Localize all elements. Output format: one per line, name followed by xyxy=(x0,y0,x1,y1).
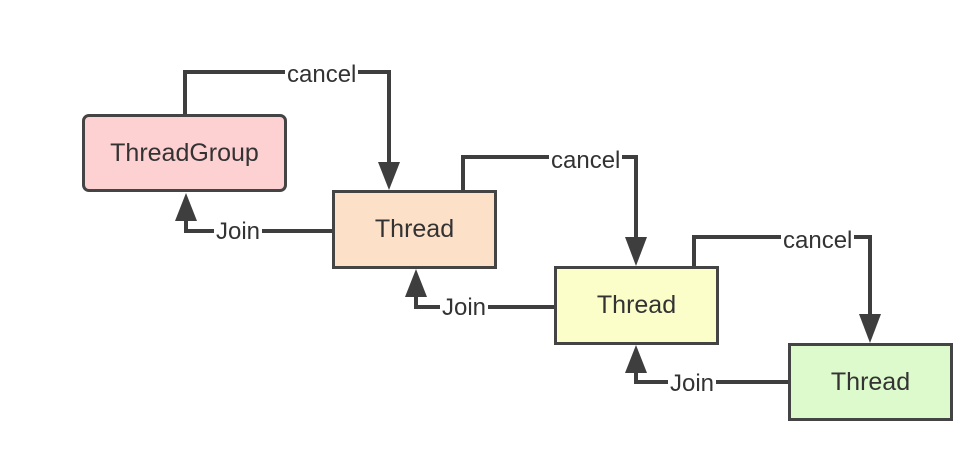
node-thread-1: Thread xyxy=(332,190,497,269)
edge-cancel-3-arrowhead xyxy=(859,314,881,343)
edge-join-1-arrowhead xyxy=(175,193,197,221)
node-thread-2: Thread xyxy=(554,266,719,345)
edge-cancel-2-arrowhead xyxy=(625,237,647,266)
edge-label-join-3: Join xyxy=(668,370,717,397)
node-threadgroup: ThreadGroup xyxy=(82,114,287,192)
edge-cancel-1-arrowhead xyxy=(378,162,400,190)
edge-label-cancel-3: cancel xyxy=(781,227,855,254)
edge-join-2-arrowhead xyxy=(405,269,427,297)
edge-label-join-2: Join xyxy=(440,294,489,321)
node-thread-3: Thread xyxy=(788,343,953,421)
edge-label-cancel-2: cancel xyxy=(549,147,623,174)
edge-label-cancel-1: cancel xyxy=(285,61,359,88)
edge-join-3-arrowhead xyxy=(625,345,647,373)
edge-label-join-1: Join xyxy=(214,218,263,245)
